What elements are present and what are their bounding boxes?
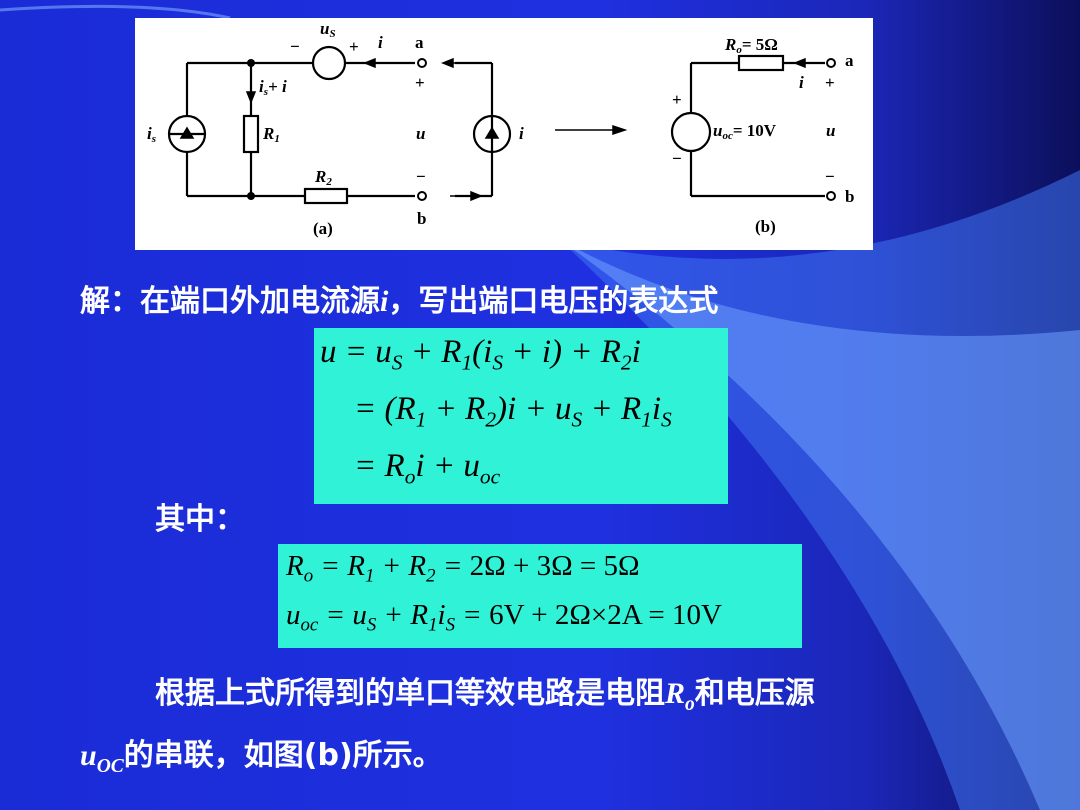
solution-intro-i: i xyxy=(380,285,389,318)
label-us: uS xyxy=(320,19,336,40)
conclusion-u: u xyxy=(80,739,97,772)
label-us-plus: + xyxy=(349,37,359,56)
equation-5: uoc = uS + R1iS = 6V + 2Ω×2A = 10V xyxy=(286,599,722,636)
conclusion-R-sub: o xyxy=(685,693,695,715)
label-figure-a: (a) xyxy=(313,219,333,238)
label-us-minus: − xyxy=(290,37,300,56)
label-i-source: i xyxy=(519,124,524,143)
label-a-plus: + xyxy=(415,73,425,92)
label-terminal-b: b xyxy=(417,209,426,228)
circuit-figure: uS − + i a + is+ i is R1 u i R2 − b (a) … xyxy=(135,18,873,250)
conclusion-text2: 和电压源 xyxy=(694,676,815,711)
solution-intro-text: 解：在端口外加电流源 xyxy=(80,284,380,319)
equation-4: Ro = R1 + R2 = 2Ω + 3Ω = 5Ω xyxy=(286,550,640,587)
equation-3: = Roi + uoc xyxy=(354,448,501,489)
conclusion-text3: 的串联，如图(b)所示。 xyxy=(123,738,443,773)
label-b-minus2: − xyxy=(825,167,835,186)
label-b-u: u xyxy=(826,121,835,140)
label-i-top: i xyxy=(378,33,383,52)
label-is-plus-i: is+ i xyxy=(259,77,287,98)
equation-1: u = uS + R1(iS + i) + R2i xyxy=(320,334,641,375)
label-uoc-plus: + xyxy=(672,90,682,109)
label-uoc-minus: − xyxy=(672,149,682,168)
label-b-minus: − xyxy=(416,167,426,186)
label-b-terminal-a: a xyxy=(845,51,854,70)
conclusion-line-2: uOC的串联，如图(b)所示。 xyxy=(80,730,443,778)
equation-box-main: u = uS + R1(iS + i) + R2i = (R1 + R2)i +… xyxy=(314,328,728,504)
conclusion-u-sub: OC xyxy=(96,755,124,777)
conclusion-text: 根据上式所得到的单口等效电路是电阻 xyxy=(155,676,665,711)
label-figure-b: (b) xyxy=(755,217,776,236)
label-b-plus: + xyxy=(825,73,835,92)
label-uoc: uoc= 10V xyxy=(713,121,777,142)
label-is: is xyxy=(147,124,156,145)
equation-2: = (R1 + R2)i + uS + R1iS xyxy=(354,391,672,432)
label-u-a: u xyxy=(416,124,425,143)
circuit-diagram: uS − + i a + is+ i is R1 u i R2 − b (a) … xyxy=(147,19,854,238)
conclusion-line-1: 根据上式所得到的单口等效电路是电阻Ro和电压源 xyxy=(155,668,815,716)
label-Ro: Ro= 5Ω xyxy=(724,35,778,56)
conclusion-R: R xyxy=(665,677,686,710)
solution-intro-text2: ，写出端口电压的表达式 xyxy=(388,284,719,319)
where-label: 其中： xyxy=(155,502,245,537)
label-R1: R1 xyxy=(262,124,280,145)
label-terminal-a: a xyxy=(415,33,424,52)
label-b-i: i xyxy=(799,73,804,92)
solution-intro: 解：在端口外加电流源i，写出端口电压的表达式 xyxy=(80,276,718,320)
label-R2: R2 xyxy=(314,167,332,188)
equation-box-values: Ro = R1 + R2 = 2Ω + 3Ω = 5Ω uoc = uS + R… xyxy=(278,544,802,648)
label-b-terminal-b: b xyxy=(845,187,854,206)
